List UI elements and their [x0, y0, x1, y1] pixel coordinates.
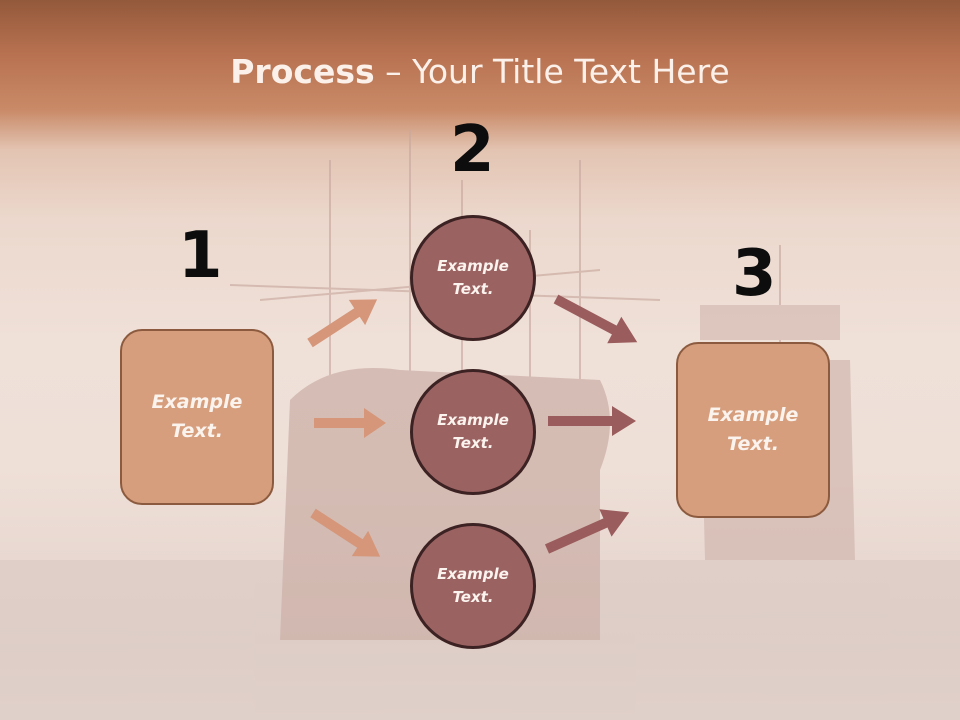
step-box-1-label: Example Text.: [151, 391, 243, 442]
step-number-2: 2: [450, 113, 495, 187]
step-box-3-label: Example Text.: [707, 404, 799, 455]
title-bold: Process: [230, 52, 375, 91]
process-circle-top: Example Text.: [410, 215, 536, 341]
arrow-left-up-icon: [307, 299, 378, 348]
arrow-left-down-icon: [310, 508, 381, 557]
process-circle-bottom: Example Text.: [410, 523, 536, 649]
process-circle-middle: Example Text.: [410, 369, 536, 495]
arrow-right-up-icon: [544, 509, 630, 554]
process-circle-bottom-label: Example Text.: [437, 565, 509, 606]
process-circle-top-label: Example Text.: [437, 257, 509, 298]
step-number-1: 1: [178, 219, 223, 293]
title-rest: – Your Title Text Here: [374, 52, 730, 91]
slide-title: Process – Your Title Text Here: [0, 52, 960, 91]
step-box-3: Example Text.: [676, 342, 830, 518]
arrow-right-down-icon: [553, 294, 638, 344]
left-arrows: [307, 299, 386, 557]
arrow-right-middle-icon: [548, 406, 636, 436]
step-number-3: 3: [732, 237, 777, 311]
right-arrows: [544, 294, 638, 554]
process-circle-middle-label: Example Text.: [437, 411, 509, 452]
arrow-left-middle-icon: [314, 408, 386, 438]
step-box-1: Example Text.: [120, 329, 274, 505]
